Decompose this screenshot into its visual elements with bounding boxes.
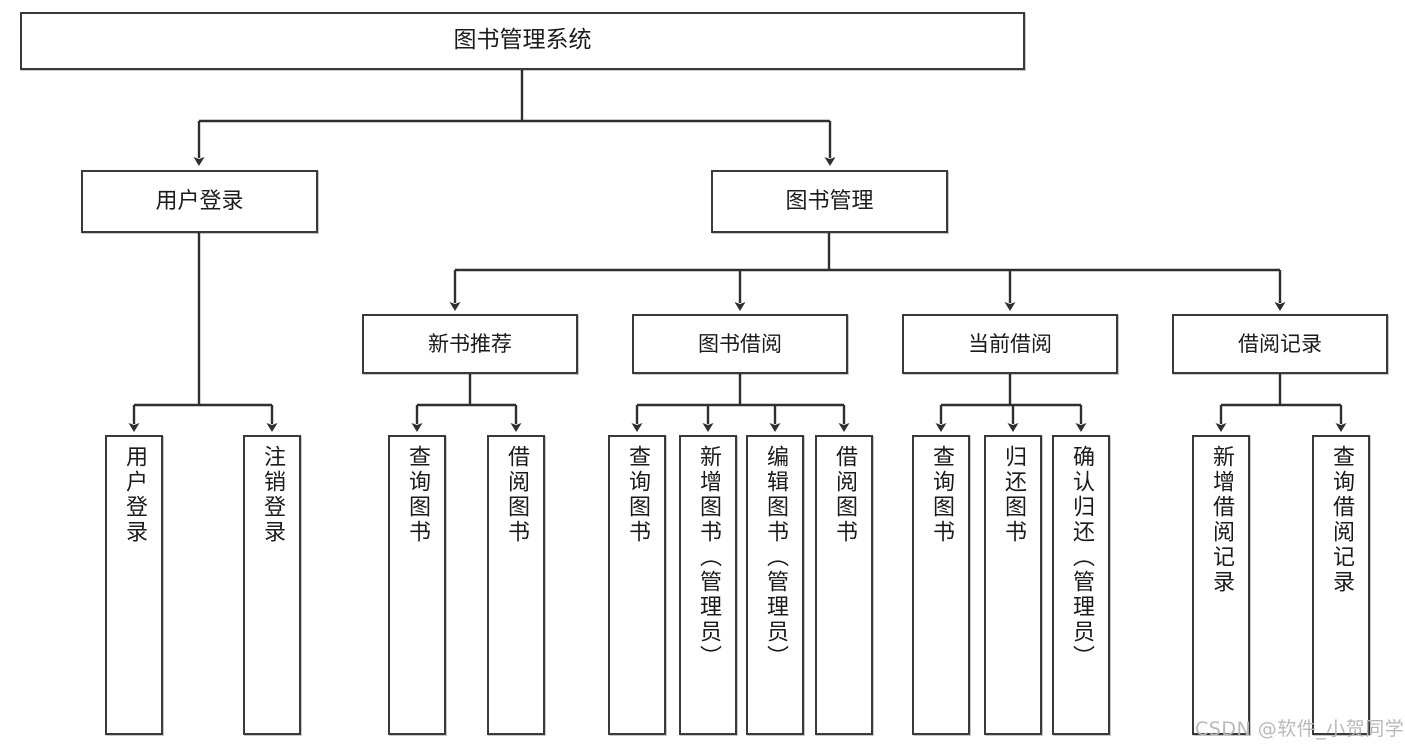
node-leaf-user-login-label: 用户登录 [122, 445, 147, 545]
node-leaf-confirm-return-label: 确认归还（管理员） [1069, 445, 1094, 670]
node-leaf-query-book-1[interactable]: 查询图书 [388, 435, 446, 735]
node-leaf-query-book-3-label: 查询图书 [929, 445, 954, 545]
node-root[interactable]: 图书管理系统 [20, 12, 1025, 70]
node-leaf-add-book[interactable]: 新增图书（管理员） [679, 435, 737, 735]
node-book-borrow-label: 图书借阅 [698, 331, 782, 356]
node-user-login-label: 用户登录 [155, 188, 244, 214]
node-current-borrow-label: 当前借阅 [968, 331, 1052, 356]
node-leaf-user-logout[interactable]: 注销登录 [243, 435, 301, 735]
node-current-borrow[interactable]: 当前借阅 [902, 314, 1118, 374]
csdn-watermark: CSDN @软件_小贺同学 [1195, 718, 1405, 740]
node-leaf-borrow-book-2-label: 借阅图书 [832, 445, 857, 545]
node-leaf-query-borrow-record-label: 查询借阅记录 [1329, 445, 1354, 595]
node-root-label: 图书管理系统 [453, 27, 592, 54]
node-leaf-query-borrow-record[interactable]: 查询借阅记录 [1312, 435, 1370, 735]
node-leaf-query-book-2[interactable]: 查询图书 [608, 435, 666, 735]
node-leaf-add-book-label: 新增图书（管理员） [696, 445, 721, 670]
node-leaf-query-book-3[interactable]: 查询图书 [912, 435, 970, 735]
node-book-borrow[interactable]: 图书借阅 [632, 314, 848, 374]
node-leaf-borrow-book-1-label: 借阅图书 [504, 445, 529, 545]
node-book-manage[interactable]: 图书管理 [711, 170, 948, 233]
node-leaf-user-logout-label: 注销登录 [260, 445, 285, 545]
node-leaf-return-book[interactable]: 归还图书 [984, 435, 1042, 735]
node-leaf-add-borrow-record[interactable]: 新增借阅记录 [1192, 435, 1250, 735]
node-leaf-edit-book[interactable]: 编辑图书（管理员） [746, 435, 804, 735]
node-user-login[interactable]: 用户登录 [81, 170, 318, 233]
node-leaf-return-book-label: 归还图书 [1001, 445, 1026, 545]
node-leaf-confirm-return[interactable]: 确认归还（管理员） [1052, 435, 1110, 735]
node-leaf-query-book-2-label: 查询图书 [625, 445, 650, 545]
node-book-manage-label: 图书管理 [785, 188, 874, 214]
node-leaf-query-book-1-label: 查询图书 [405, 445, 430, 545]
node-new-book-recommend[interactable]: 新书推荐 [362, 314, 578, 374]
node-leaf-edit-book-label: 编辑图书（管理员） [763, 445, 788, 670]
node-new-book-recommend-label: 新书推荐 [428, 331, 512, 356]
node-leaf-add-borrow-record-label: 新增借阅记录 [1209, 445, 1234, 595]
node-leaf-borrow-book-1[interactable]: 借阅图书 [487, 435, 545, 735]
node-leaf-user-login[interactable]: 用户登录 [105, 435, 163, 735]
node-leaf-borrow-book-2[interactable]: 借阅图书 [815, 435, 873, 735]
node-borrow-record-label: 借阅记录 [1238, 331, 1322, 356]
node-borrow-record[interactable]: 借阅记录 [1172, 314, 1388, 374]
